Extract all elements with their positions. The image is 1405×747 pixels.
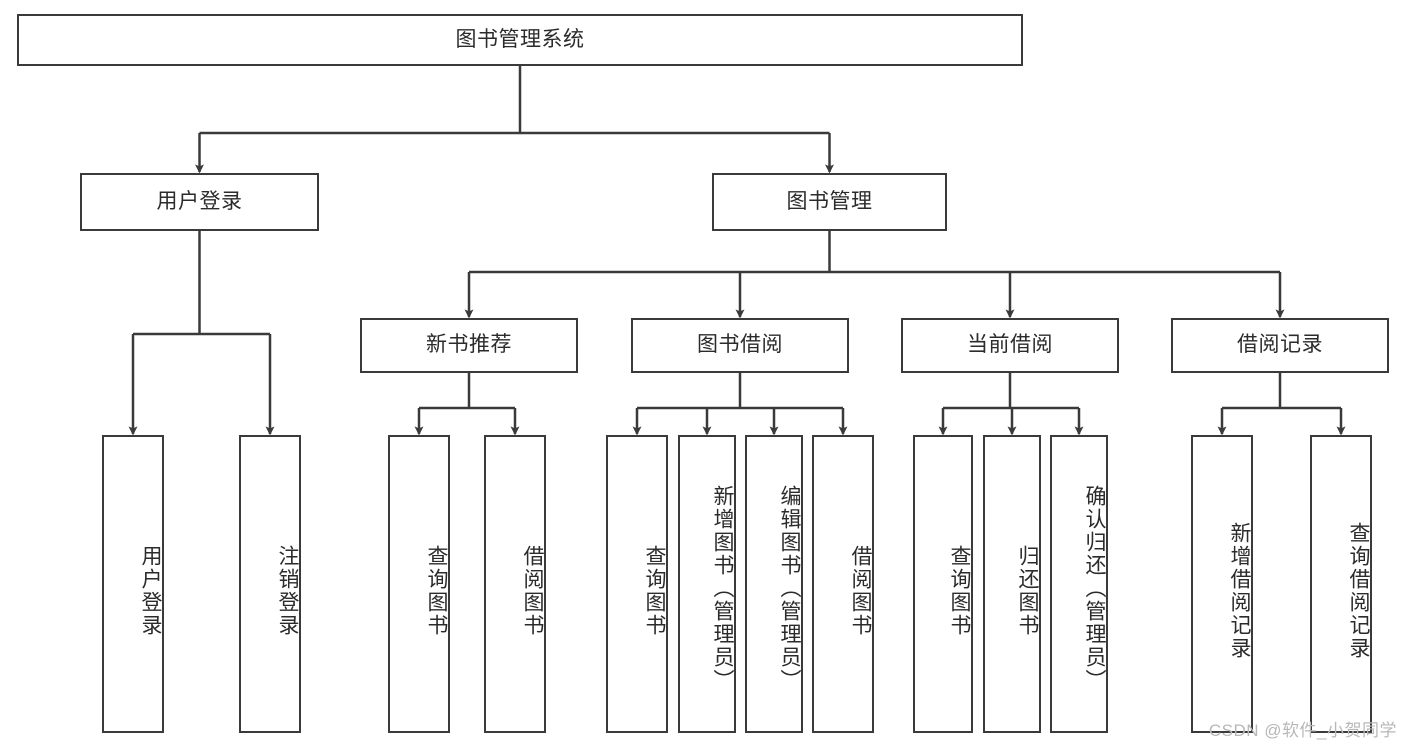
leaf-borrow-query-book[interactable]: 查询图书 — [606, 435, 668, 733]
leaf-borrow-borrow-book[interactable]: 借阅图书 — [812, 435, 874, 733]
leaf-borrow-add-book[interactable]: 新增图书（管理员） — [678, 435, 736, 733]
leaf-current-query-book-label: 查询图书 — [948, 545, 971, 637]
node-book-borrow[interactable]: 图书借阅 — [631, 318, 849, 373]
leaf-newbook-query-book-label: 查询图书 — [425, 545, 448, 637]
leaf-current-confirm-return[interactable]: 确认归还（管理员） — [1050, 435, 1108, 733]
leaf-current-return-book[interactable]: 归还图书 — [983, 435, 1041, 733]
leaf-user-logout[interactable]: 注销登录 — [239, 435, 301, 733]
leaf-current-confirm-return-label: 确认归还（管理员） — [1083, 484, 1106, 692]
watermark-text: CSDN @软件_小贺同学 — [1208, 721, 1397, 740]
node-borrow-record-label: 借阅记录 — [1237, 333, 1323, 357]
node-new-book-recommend[interactable]: 新书推荐 — [360, 318, 578, 373]
node-book-management[interactable]: 图书管理 — [712, 173, 947, 231]
leaf-borrow-borrow-book-label: 借阅图书 — [849, 545, 872, 637]
leaf-newbook-borrow-book[interactable]: 借阅图书 — [484, 435, 546, 733]
node-current-borrow-label: 当前借阅 — [967, 333, 1053, 357]
leaf-borrow-query-book-label: 查询图书 — [643, 545, 666, 637]
node-current-borrow[interactable]: 当前借阅 — [901, 318, 1119, 373]
connector-lines — [128, 66, 1346, 436]
node-root[interactable]: 图书管理系统 — [17, 14, 1023, 66]
leaf-user-logout-label: 注销登录 — [276, 545, 299, 637]
leaf-newbook-query-book[interactable]: 查询图书 — [388, 435, 450, 733]
leaf-current-return-book-label: 归还图书 — [1016, 545, 1039, 637]
leaf-record-query-label: 查询借阅记录 — [1347, 522, 1370, 660]
node-user-login[interactable]: 用户登录 — [80, 173, 319, 231]
leaf-user-login[interactable]: 用户登录 — [102, 435, 164, 733]
node-borrow-record[interactable]: 借阅记录 — [1171, 318, 1389, 373]
leaf-current-query-book[interactable]: 查询图书 — [913, 435, 973, 733]
leaf-record-add-label: 新增借阅记录 — [1228, 522, 1251, 660]
node-root-label: 图书管理系统 — [455, 27, 585, 51]
node-book-management-label: 图书管理 — [786, 189, 873, 213]
leaf-borrow-edit-book-label: 编辑图书（管理员） — [778, 484, 801, 692]
node-user-login-label: 用户登录 — [156, 189, 243, 213]
node-new-book-recommend-label: 新书推荐 — [426, 333, 512, 357]
node-book-borrow-label: 图书借阅 — [697, 333, 783, 357]
leaf-record-add[interactable]: 新增借阅记录 — [1191, 435, 1253, 733]
leaf-newbook-borrow-book-label: 借阅图书 — [521, 545, 544, 637]
leaf-borrow-add-book-label: 新增图书（管理员） — [711, 484, 734, 692]
leaf-borrow-edit-book[interactable]: 编辑图书（管理员） — [745, 435, 803, 733]
leaf-record-query[interactable]: 查询借阅记录 — [1310, 435, 1372, 733]
leaf-user-login-label: 用户登录 — [139, 545, 162, 637]
